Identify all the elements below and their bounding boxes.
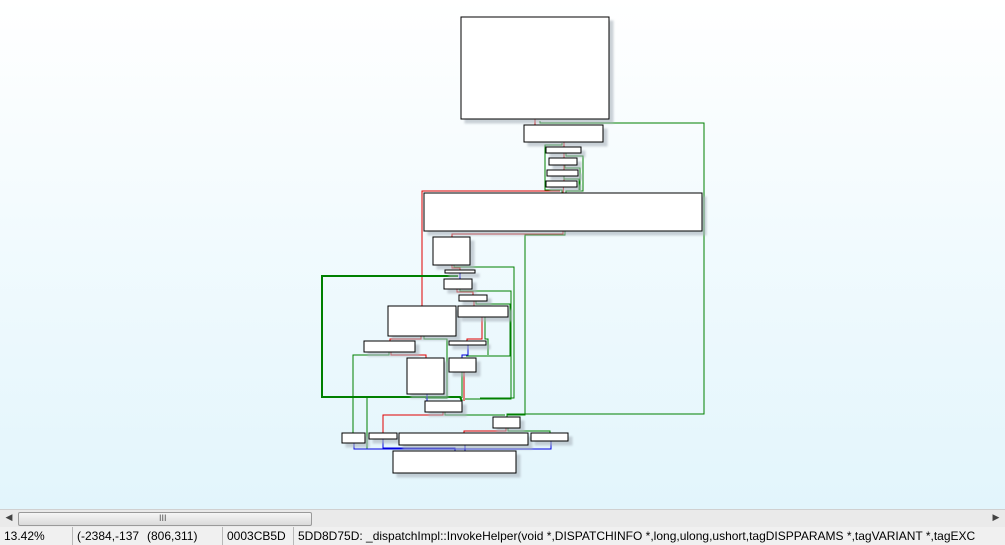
grip-icon: III — [159, 513, 167, 523]
scroll-right-icon[interactable]: ▶ — [992, 512, 1000, 522]
mouse-coords: (806,311) — [143, 527, 223, 545]
scrollbar-thumb[interactable]: III — [18, 512, 312, 526]
current-function: 5DD8D75D: _dispatchImpl::InvokeHelper(vo… — [298, 529, 976, 543]
zoom-level: 13.42% — [0, 527, 73, 545]
control-flow-graph[interactable] — [0, 0, 1005, 509]
graph-view-canvas[interactable] — [0, 0, 1005, 509]
graph-nodes[interactable] — [341, 16, 703, 474]
graph-coords: (-2384,-137 — [77, 529, 140, 543]
graph-edges — [321, 119, 705, 451]
status-bar: 13.42% (-2384,-137 (806,311) 0003CB5D 5D… — [0, 527, 1005, 545]
horizontal-scrollbar[interactable]: ◀ III ▶ — [0, 509, 1005, 527]
scroll-left-icon[interactable]: ◀ — [5, 512, 13, 522]
file-offset: 0003CB5D — [223, 527, 294, 545]
